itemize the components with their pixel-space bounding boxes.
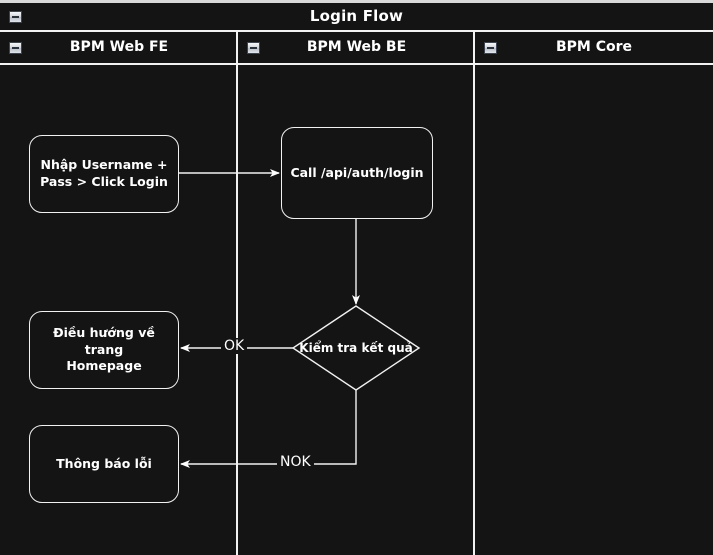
lane-collapse-icon-fe[interactable] <box>9 42 22 54</box>
task-call-login-api[interactable]: Call /api/auth/login <box>281 127 433 219</box>
task-show-error[interactable]: Thông báo lỗi <box>29 425 179 503</box>
task-call-login-api-label: Call /api/auth/login <box>290 164 424 180</box>
lane-header-bpm-web-fe[interactable]: BPM Web FE <box>0 32 238 65</box>
page-title: Login Flow <box>309 7 404 25</box>
pool-title-bar: Login Flow <box>0 3 713 32</box>
task-enter-credentials[interactable]: Nhập Username + Pass > Click Login <box>29 135 179 213</box>
task-show-error-label: Thông báo lỗi <box>56 455 152 471</box>
task-redirect-homepage[interactable]: Điều hướng về trang Homepage <box>29 311 179 389</box>
bpmn-pool: Login Flow BPM Web FE BPM Web BE BPM Cor… <box>0 3 713 555</box>
task-enter-credentials-label: Nhập Username + Pass > Click Login <box>40 157 168 189</box>
gateway-check-result-label: Kiểm tra kết quả <box>299 341 413 355</box>
lane-collapse-icon-be[interactable] <box>247 42 260 54</box>
lane-collapse-icon-core[interactable] <box>484 42 497 54</box>
edge-label-ok: OK <box>221 338 248 354</box>
lane-label-be: BPM Web BE <box>306 39 407 55</box>
edge-label-nok: NOK <box>277 454 314 470</box>
lane-label-core: BPM Core <box>555 39 633 55</box>
pool-collapse-icon[interactable] <box>9 11 22 23</box>
lane-header-bpm-core[interactable]: BPM Core <box>475 32 713 65</box>
lane-divider-be-core <box>473 32 475 555</box>
lane-label-fe: BPM Web FE <box>69 39 169 55</box>
lane-header-bpm-web-be[interactable]: BPM Web BE <box>238 32 475 65</box>
task-redirect-homepage-label: Điều hướng về trang Homepage <box>53 324 155 374</box>
lane-divider-fe-be <box>236 32 238 555</box>
edge-gateway-nok-to-error <box>180 390 357 468</box>
